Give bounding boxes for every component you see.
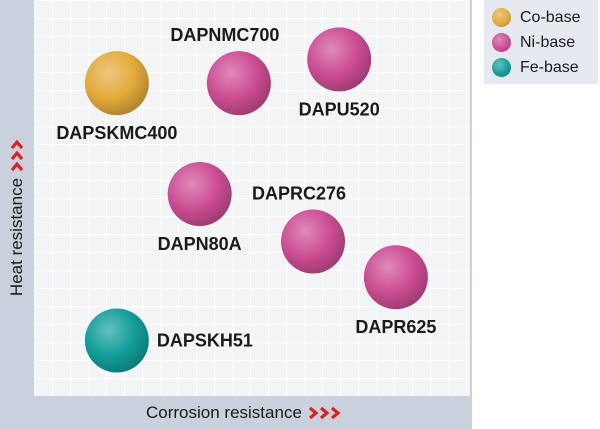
legend-label: Co-base xyxy=(520,8,581,26)
point-dapnmc700 xyxy=(206,51,271,116)
x-axis-title: Corrosion resistance xyxy=(146,401,344,425)
triple-chevron-icon xyxy=(10,136,24,172)
legend-item-fe-base: Fe-base xyxy=(492,55,590,80)
point-label-dapn80a: DAPN80A xyxy=(158,234,242,254)
legend-item-ni-base: Ni-base xyxy=(492,30,590,55)
point-label-dapr625: DAPR625 xyxy=(355,317,436,337)
x-axis-label: Corrosion resistance xyxy=(146,403,302,422)
point-label-dapnmc700: DAPNMC700 xyxy=(170,25,279,45)
legend: Co-base Ni-base Fe-base xyxy=(484,0,598,84)
legend-item-co-base: Co-base xyxy=(492,5,590,30)
legend-label: Ni-base xyxy=(520,33,576,51)
point-dapu520 xyxy=(307,27,372,92)
point-dapskmc400 xyxy=(84,51,149,116)
point-dapn80a xyxy=(167,162,232,227)
point-label-dapskh51: DAPSKH51 xyxy=(157,331,253,351)
point-dapskh51 xyxy=(84,308,149,373)
y-axis-title: Heat resistance xyxy=(7,136,27,296)
point-dapr625 xyxy=(363,245,428,310)
legend-swatch-co-base xyxy=(492,8,511,27)
legend-swatch-fe-base xyxy=(492,58,511,77)
point-label-dapu520: DAPU520 xyxy=(299,99,380,119)
y-axis-label: Heat resistance xyxy=(7,177,26,297)
point-daprc276 xyxy=(281,209,346,274)
legend-swatch-ni-base xyxy=(492,33,511,52)
triple-chevron-icon xyxy=(308,406,344,420)
point-label-dapskmc400: DAPSKMC400 xyxy=(56,123,177,143)
legend-label: Fe-base xyxy=(520,58,579,76)
point-label-daprc276: DAPRC276 xyxy=(252,184,346,204)
